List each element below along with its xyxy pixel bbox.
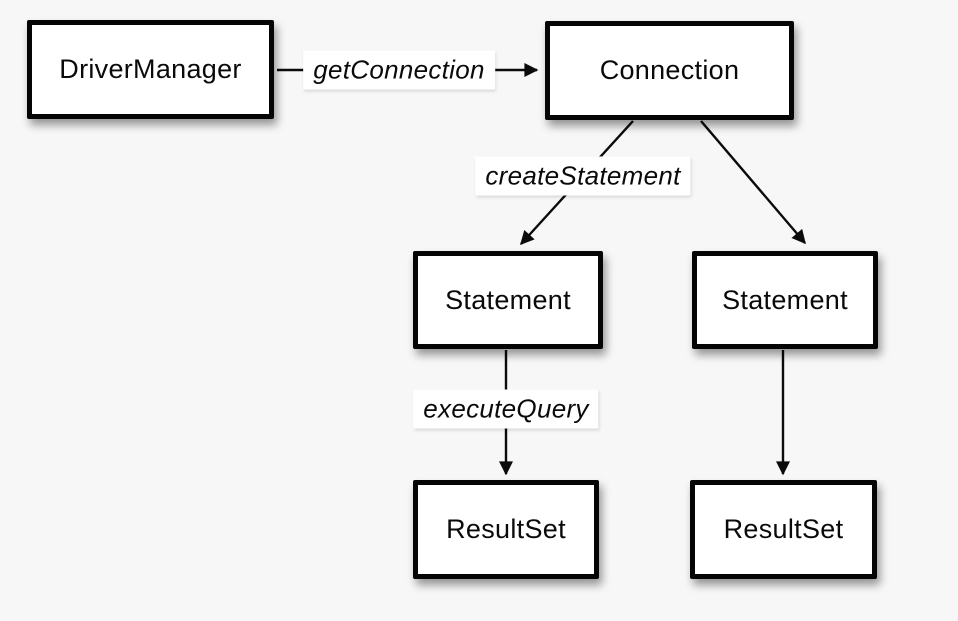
edge-label-createstatement: createStatement bbox=[475, 156, 691, 196]
edge-connection-to-statement-right-arrow bbox=[700, 120, 806, 245]
node-resultset-right-label: ResultSet bbox=[723, 514, 844, 544]
node-resultset-left: ResultSet bbox=[413, 480, 599, 579]
node-resultset-right: ResultSet bbox=[690, 480, 877, 579]
edge-label-getconnection: getConnection bbox=[303, 50, 495, 90]
node-statement-left: Statement bbox=[413, 251, 603, 349]
node-driver-manager: DriverManager bbox=[27, 20, 274, 119]
node-statement-right-label: Statement bbox=[722, 284, 848, 315]
node-resultset-left-label: ResultSet bbox=[446, 514, 566, 544]
node-connection-label: Connection bbox=[599, 55, 740, 85]
node-statement-left-label: Statement bbox=[445, 284, 571, 315]
node-connection: Connection bbox=[545, 21, 794, 120]
node-statement-right: Statement bbox=[692, 251, 878, 349]
node-driver-manager-label: DriverManager bbox=[59, 54, 242, 84]
edge-label-executequery: executeQuery bbox=[413, 389, 599, 429]
